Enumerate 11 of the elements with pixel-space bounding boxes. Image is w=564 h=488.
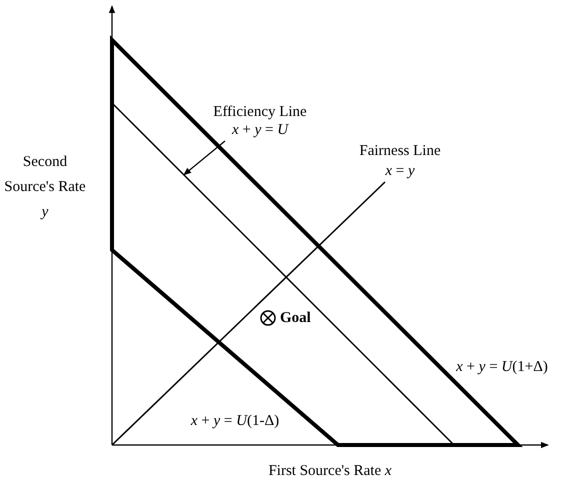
goal-label: Goal [280,309,312,327]
efficiency-line [111,102,455,446]
equation-label: x + y = U [230,121,290,139]
line-title: Efficiency Line [212,103,308,121]
line-title: Fairness Line [358,142,442,160]
equation-label: x = y [384,162,416,180]
equation-label: x + y = U(1-Δ) [190,412,280,430]
axis-label: Second Source's Rate y [3,153,87,222]
leader-line [183,140,226,176]
equation-label: x + y = U(1+Δ) [455,358,549,376]
axis-label: First Source's Rate x [267,462,393,480]
